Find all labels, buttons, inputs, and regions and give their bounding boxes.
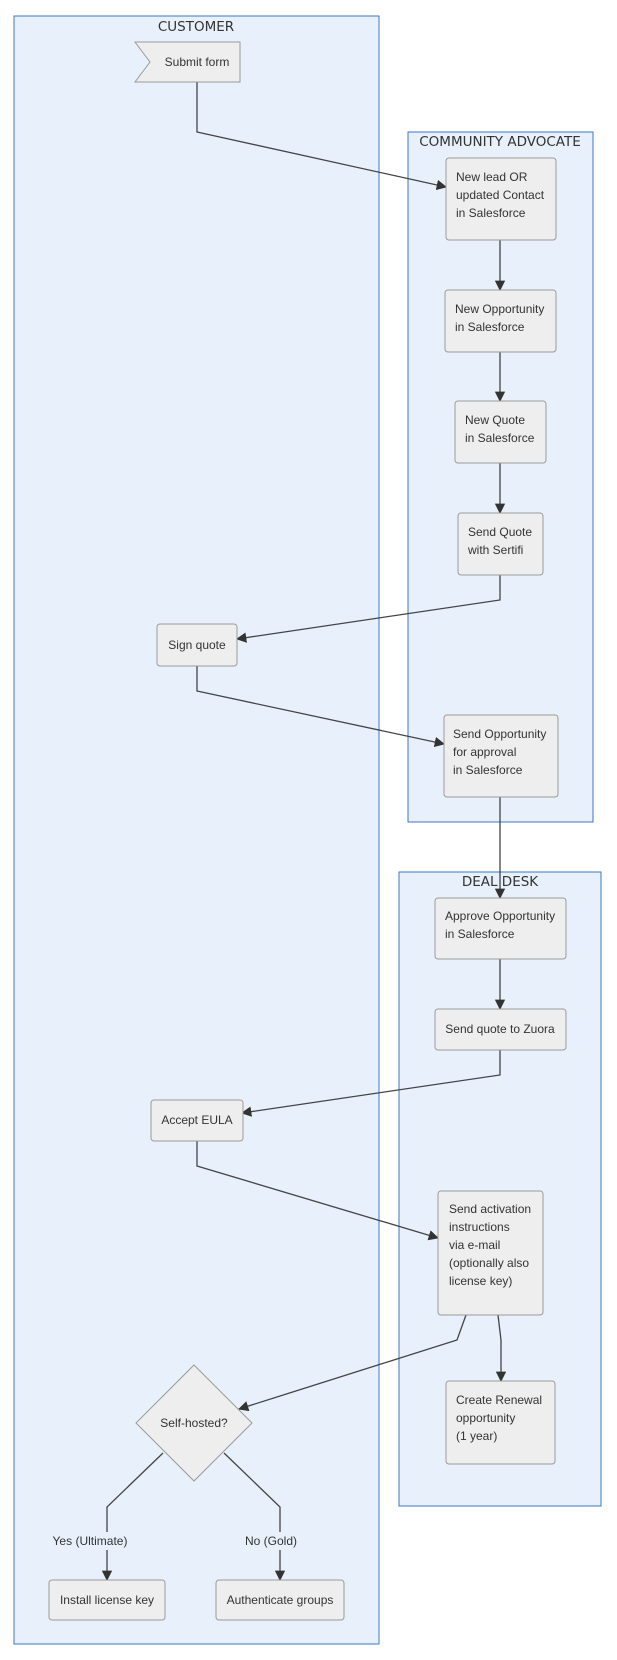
node-create-renewal: Create Renewal opportunity (1 year) [445, 1380, 556, 1465]
edge-zuora-to-eula [240, 1050, 501, 1117]
node-authenticate-groups: Authenticate groups [215, 1579, 345, 1621]
node-send-activation: Send activation instructions via e-mail … [437, 1190, 544, 1316]
lane-title-community-advocate: COMMUNITY ADVOCATE [419, 134, 581, 150]
node-self-hosted-label: Self-hosted? [160, 1416, 228, 1430]
node-authenticate-groups-label: Authenticate groups [227, 1593, 334, 1607]
edge-activation-to-self-hosted [238, 1314, 467, 1412]
node-send-quote-sertifi-label: Send Quote with Sertifi [467, 525, 535, 557]
edge-submit-to-lead [196, 82, 448, 191]
edge-sertifi-to-sign [235, 575, 501, 643]
node-send-opportunity-approval-label: Send Opportunity for approval in Salesfo… [453, 727, 550, 777]
node-new-quote-label: New Quote in Salesforce [465, 413, 535, 445]
node-new-opportunity: New Opportunity in Salesforce [444, 289, 557, 353]
node-create-renewal-label: Create Renewal opportunity (1 year) [456, 1393, 545, 1443]
node-send-quote-zuora-label: Send quote to Zuora [445, 1022, 555, 1036]
node-accept-eula-label: Accept EULA [161, 1113, 232, 1127]
edge-label-no: No (Gold) [245, 1534, 297, 1548]
edge-activation-to-renewal [495, 1314, 507, 1383]
node-new-quote: New Quote in Salesforce [454, 400, 547, 464]
node-send-opportunity-approval: Send Opportunity for approval in Salesfo… [443, 714, 559, 798]
edge-label-no-bg [240, 1532, 302, 1550]
edge-label-yes-bg [50, 1532, 130, 1550]
edge-eula-to-activation [196, 1141, 439, 1241]
node-new-lead: New lead OR updated Contact in Salesforc… [445, 157, 557, 241]
node-install-license-key: Install license key [48, 1579, 166, 1621]
node-approve-opportunity: Approve Opportunity in Salesforce [434, 897, 567, 960]
node-new-lead-label: New lead OR updated Contact in Salesforc… [456, 170, 547, 220]
node-send-quote-zuora: Send quote to Zuora [434, 1008, 567, 1051]
node-install-license-key-label: Install license key [60, 1593, 154, 1607]
edge-self-hosted-yes [101, 1452, 164, 1582]
node-submit-form: Submit form [134, 41, 241, 83]
edge-label-yes: Yes (Ultimate) [53, 1534, 128, 1548]
edge-self-hosted-no [223, 1452, 286, 1582]
node-sign-quote-label: Sign quote [168, 638, 226, 652]
edges [101, 82, 507, 1582]
lane-title-customer: CUSTOMER [158, 19, 234, 35]
node-new-opportunity-label: New Opportunity in Salesforce [455, 302, 548, 334]
edge-sign-to-approval [196, 666, 446, 748]
node-send-activation-label: Send activation instructions via e-mail … [449, 1202, 534, 1288]
node-self-hosted-decision: Self-hosted? [135, 1364, 253, 1482]
node-sign-quote: Sign quote [156, 623, 238, 667]
node-submit-form-label: Submit form [165, 55, 230, 69]
node-approve-opportunity-label: Approve Opportunity in Salesforce [445, 909, 558, 941]
node-send-quote-sertifi: Send Quote with Sertifi [457, 512, 544, 576]
node-accept-eula: Accept EULA [150, 1099, 244, 1142]
